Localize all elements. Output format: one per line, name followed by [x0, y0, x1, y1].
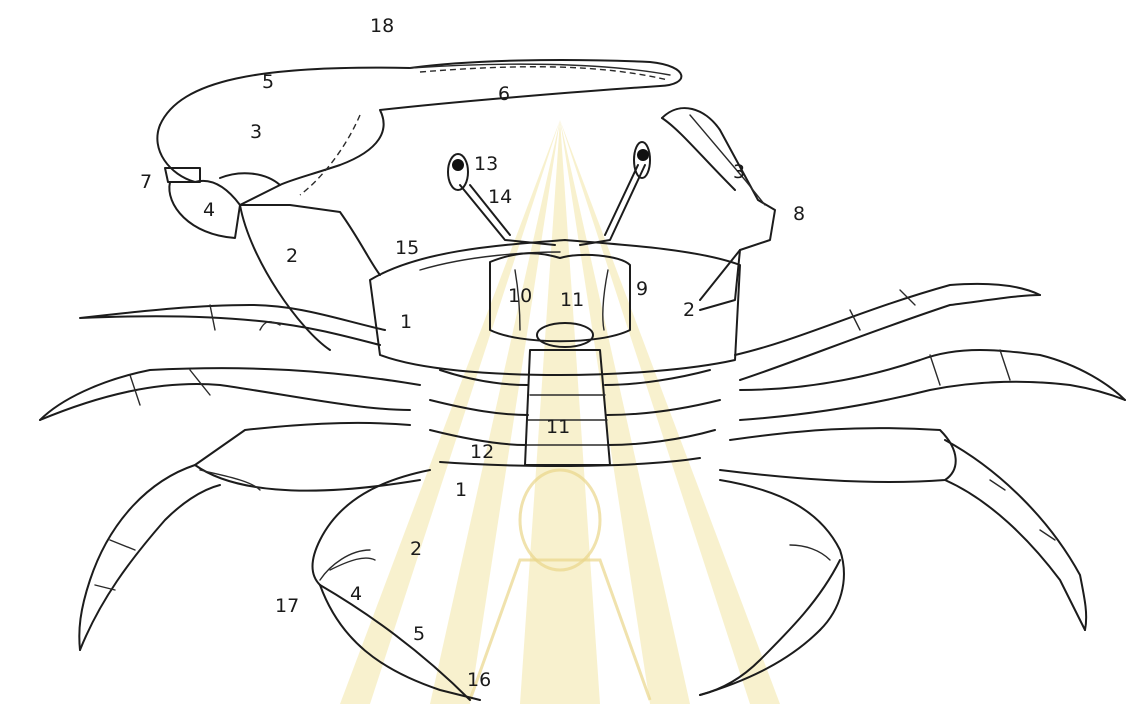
label-9: 9 — [636, 278, 648, 300]
label-7: 7 — [140, 171, 152, 193]
label-5-claw: 5 — [262, 71, 274, 93]
label-17: 17 — [275, 595, 299, 617]
label-14: 14 — [488, 186, 512, 208]
watermark-emblem — [340, 120, 780, 704]
label-16: 16 — [467, 669, 491, 691]
minor-claw — [662, 108, 775, 310]
label-1-lower: 1 — [455, 479, 467, 501]
label-2-minor-claw: 2 — [683, 299, 695, 321]
label-11-abdomen: 11 — [546, 416, 570, 438]
label-3-claw: 3 — [250, 121, 262, 143]
label-2-leg: 2 — [410, 538, 422, 560]
label-11-top: 11 — [560, 289, 584, 311]
label-13: 13 — [474, 153, 498, 175]
label-4-leg: 4 — [350, 583, 362, 605]
label-5-leg: 5 — [413, 623, 425, 645]
label-4-claw: 4 — [203, 199, 215, 221]
label-2-claw: 2 — [286, 245, 298, 267]
label-3-minor-claw: 3 — [733, 161, 745, 183]
label-12: 12 — [470, 441, 494, 463]
label-8: 8 — [793, 203, 805, 225]
label-1-upper: 1 — [400, 311, 412, 333]
label-10: 10 — [508, 285, 532, 307]
label-6: 6 — [498, 83, 510, 105]
label-15: 15 — [395, 237, 419, 259]
label-18: 18 — [370, 15, 394, 37]
right-walking-legs — [700, 284, 1125, 695]
